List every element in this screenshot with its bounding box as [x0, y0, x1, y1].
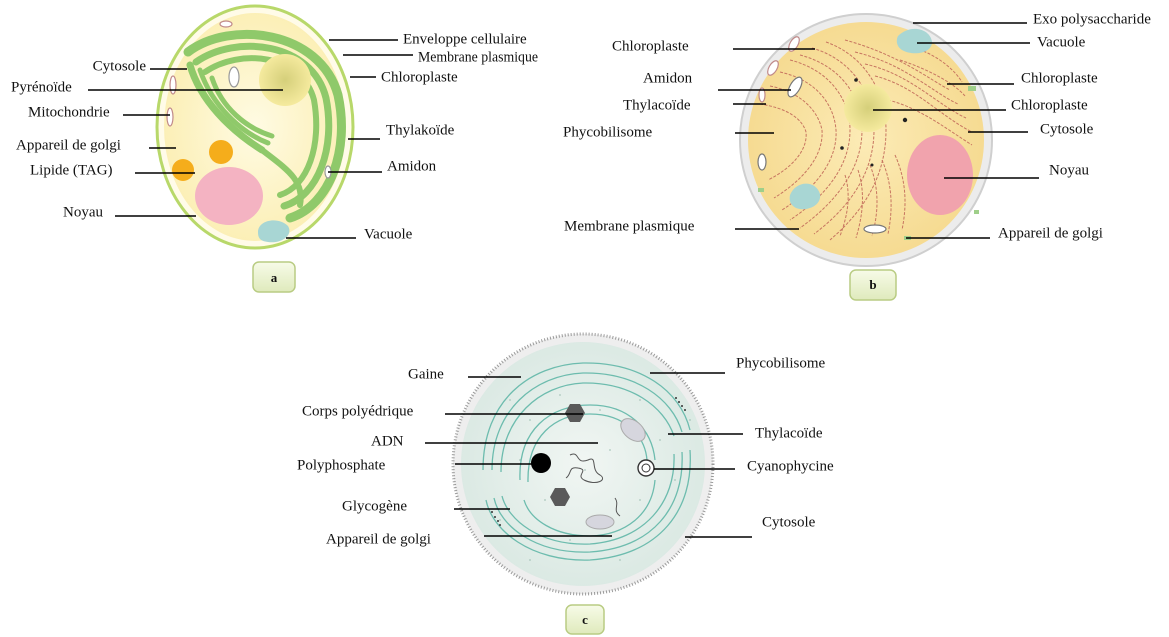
label-a-golgi: Appareil de golgi [16, 137, 121, 153]
plate-b: b [850, 270, 896, 300]
cell-a-lipid-2 [172, 159, 194, 181]
label-c-golgi: Appareil de golgi [326, 531, 431, 547]
label-b-amidon: Amidon [643, 70, 693, 86]
plate-c-label: c [582, 612, 588, 627]
label-a-thylakoide: Thylakoïde [386, 122, 455, 138]
cell-c-cyanophycin [638, 460, 654, 476]
cell-a-lipid-1 [209, 140, 233, 164]
label-a-vacuole: Vacuole [364, 226, 413, 242]
label-a-cytosole: Cytosole [93, 58, 147, 74]
label-b-golgi: Appareil de golgi [998, 225, 1103, 241]
label-c-gaine: Gaine [408, 366, 444, 382]
label-b-chloroplaste-right2: Chloroplaste [1011, 97, 1088, 113]
cell-a-starch-1 [229, 67, 239, 87]
panel-c: Gaine Phycobilisome Corps polyédrique AD… [297, 334, 834, 634]
plate-a: a [253, 262, 295, 292]
label-c-corps: Corps polyédrique [302, 403, 414, 419]
cell-b-starch-2 [758, 154, 766, 170]
label-a-lipide: Lipide (TAG) [30, 162, 113, 178]
label-a-noyau: Noyau [63, 204, 103, 220]
label-c-phycobilisome: Phycobilisome [736, 355, 826, 371]
plate-b-label: b [869, 277, 876, 292]
label-c-glycogene: Glycogène [342, 498, 407, 514]
label-b-chloroplaste-right1: Chloroplaste [1021, 70, 1098, 86]
plate-c: c [566, 605, 604, 634]
cell-b-pyrenoid [844, 84, 892, 132]
label-c-cyanophycine: Cyanophycine [747, 458, 834, 474]
label-c-adn: ADN [371, 433, 404, 449]
label-c-polyphosphate: Polyphosphate [297, 457, 386, 473]
label-b-vacuole: Vacuole [1037, 34, 1086, 50]
cell-b-starch-3 [864, 225, 886, 233]
label-b-thylacoide: Thylacoïde [623, 97, 691, 113]
panel-a: Enveloppe cellulaire Membrane plasmique … [11, 6, 538, 292]
label-c-cytosole: Cytosole [762, 514, 816, 530]
cell-a-mito-3 [220, 21, 232, 27]
label-c-thylacoide: Thylacoïde [755, 425, 823, 441]
label-a-chloroplaste: Chloroplaste [381, 69, 458, 85]
label-a-amidon: Amidon [387, 158, 437, 174]
cell-a-nucleus [195, 167, 263, 225]
label-b-cytosole: Cytosole [1040, 121, 1094, 137]
cell-a-mito-1 [170, 76, 176, 94]
label-a-enveloppe: Enveloppe cellulaire [403, 31, 527, 47]
label-a-mitochondrie: Mitochondrie [28, 104, 110, 120]
label-b-exo: Exo polysaccharide [1033, 11, 1151, 27]
plate-a-label: a [271, 270, 278, 285]
label-b-noyau: Noyau [1049, 162, 1089, 178]
cell-b-nucleus [907, 135, 973, 215]
cell-c-polyphosphate [531, 453, 551, 473]
label-a-membrane: Membrane plasmique [418, 49, 538, 65]
panel-b: Exo polysaccharide Chloroplaste Vacuole … [563, 11, 1151, 300]
label-b-chloroplaste-left: Chloroplaste [612, 38, 689, 54]
label-a-pyrenoide: Pyrénoïde [11, 79, 72, 95]
cell-a-mito-2 [167, 108, 173, 126]
cell-a-pyrenoid [259, 54, 311, 106]
label-b-phycobilisome: Phycobilisome [563, 124, 653, 140]
label-b-membrane: Membrane plasmique [564, 218, 695, 234]
